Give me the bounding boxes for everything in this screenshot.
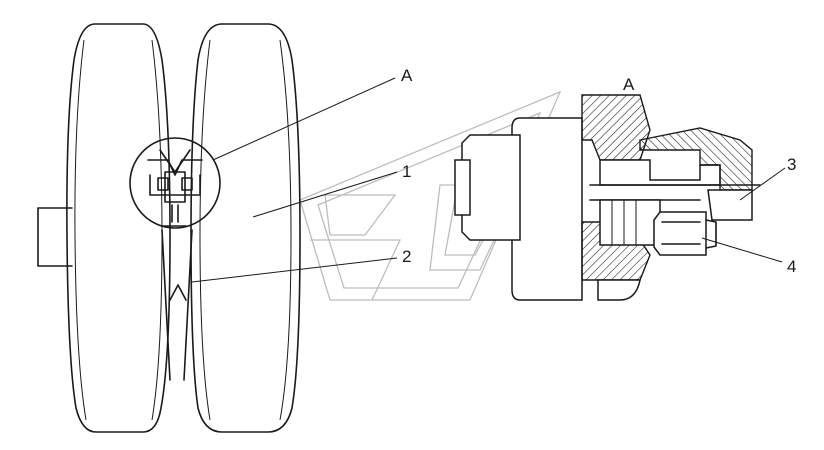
section-view-a bbox=[454, 94, 761, 301]
callout-2: 2 bbox=[402, 247, 411, 266]
callout-a-right: A bbox=[623, 75, 635, 94]
leader-4 bbox=[701, 237, 783, 263]
left-tire bbox=[66, 23, 171, 433]
valve-cap bbox=[707, 189, 753, 221]
callout-4: 4 bbox=[787, 257, 796, 276]
callout-1: 1 bbox=[402, 162, 411, 181]
leader-1 bbox=[252, 171, 398, 218]
callout-a-left: A bbox=[401, 66, 413, 85]
leader-2 bbox=[191, 257, 398, 283]
callout-3: 3 bbox=[787, 155, 796, 174]
detail-circle-a bbox=[129, 137, 221, 229]
right-tire bbox=[190, 23, 301, 433]
hub-body bbox=[511, 117, 583, 301]
leader-a bbox=[212, 77, 396, 161]
leader-lines bbox=[191, 77, 786, 283]
lock-nut bbox=[653, 211, 707, 256]
rim-center bbox=[161, 225, 193, 381]
leader-3 bbox=[739, 167, 786, 201]
wheel-side-view bbox=[37, 23, 301, 433]
wheel-nut bbox=[461, 134, 521, 241]
detail-a-contents bbox=[147, 149, 203, 223]
shaft-stub bbox=[37, 207, 73, 267]
